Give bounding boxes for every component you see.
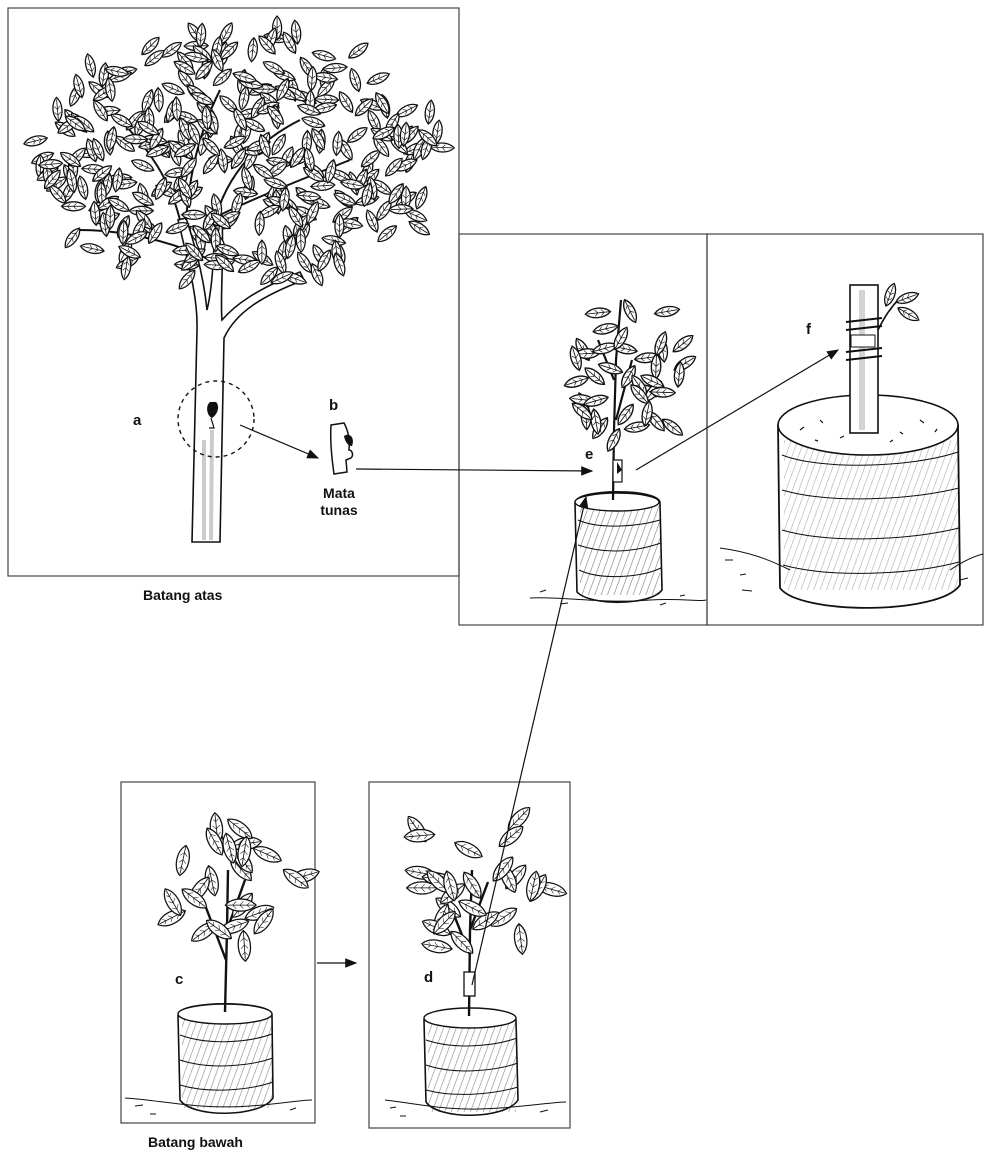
prepared-rootstock-illustration: [385, 803, 568, 1116]
rootstock-illustration: [125, 812, 321, 1114]
label-d: d: [424, 970, 433, 985]
label-a: a: [133, 413, 141, 428]
arrow-d-to-e: [472, 497, 586, 985]
arrow-a-to-b: [240, 425, 318, 458]
grafted-seedling-illustration: [530, 298, 706, 605]
mother-tree-illustration: [23, 16, 455, 542]
arrow-b-to-e: [356, 469, 592, 471]
caption-scion-source: Batang atas: [143, 588, 222, 602]
bud-caption: Mata tunas: [299, 485, 379, 519]
caption-rootstock: Batang bawah: [148, 1135, 243, 1149]
label-e: e: [585, 447, 593, 462]
label-b: b: [329, 398, 338, 413]
bud-chip-illustration: [331, 423, 353, 474]
bud-caption-line2: tunas: [299, 502, 379, 519]
label-c: c: [175, 972, 183, 987]
graft-closeup-illustration: [720, 282, 983, 608]
label-f: f: [806, 322, 811, 337]
bud-caption-line1: Mata: [299, 485, 379, 502]
